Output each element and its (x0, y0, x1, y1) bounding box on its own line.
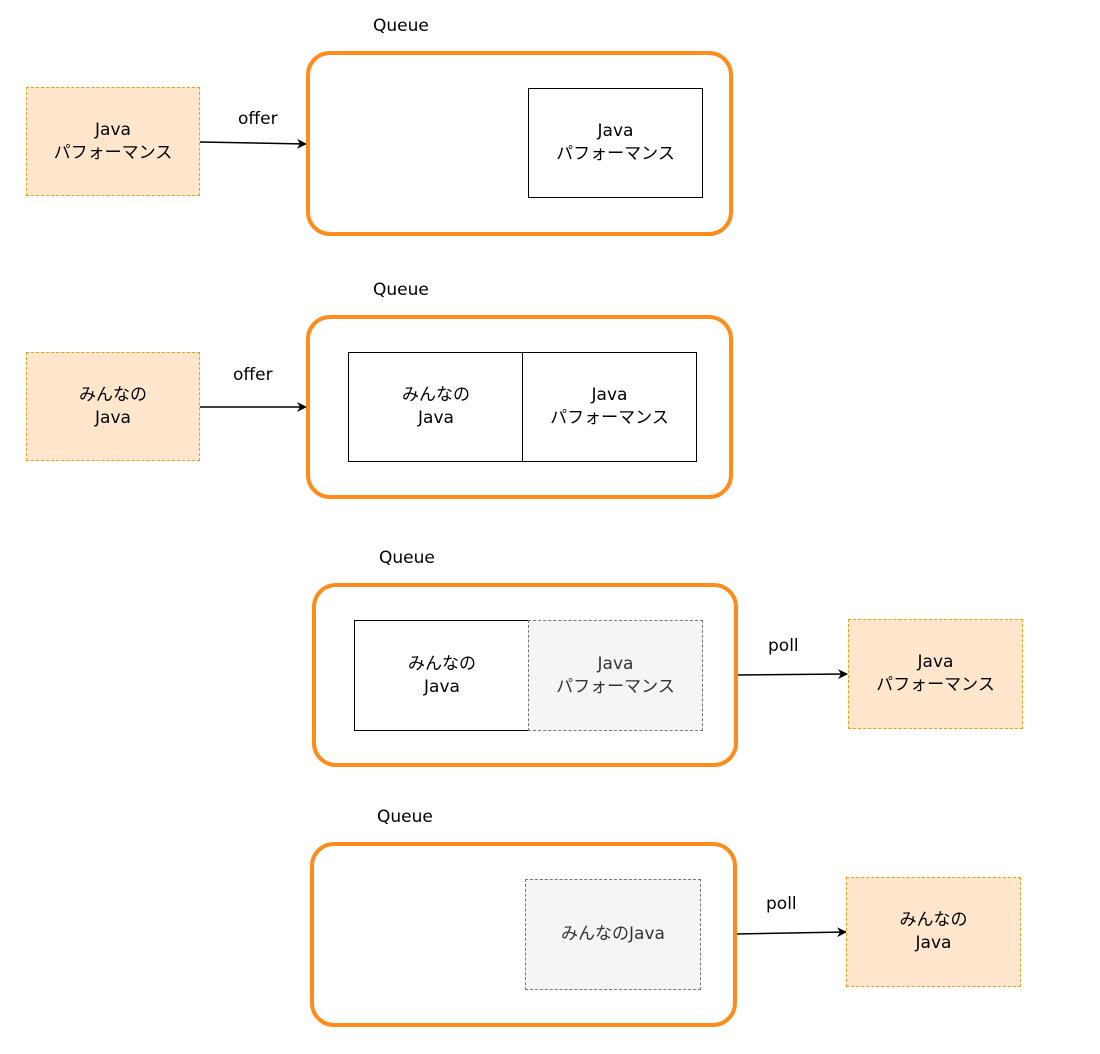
offer-arrow-1 (199, 138, 307, 149)
queue-item-removed: Java パフォーマンス (528, 620, 703, 731)
item-line: Java (591, 385, 628, 405)
item-line: Java (597, 121, 634, 141)
external-item: Java パフォーマンス (26, 87, 200, 196)
queue-title: Queue (373, 16, 429, 36)
external-item: Java パフォーマンス (848, 619, 1023, 729)
queue-item: みんなの Java (354, 620, 530, 731)
item-line: みんなの (79, 384, 147, 405)
queue-title: Queue (373, 280, 429, 300)
item-line: パフォーマンス (556, 144, 675, 164)
item-line: みんなの (408, 653, 476, 674)
item-line: Java (915, 933, 952, 953)
offer-label: offer (233, 365, 273, 385)
item-line: Java (95, 119, 131, 140)
item-line: パフォーマンス (556, 676, 675, 697)
queue-item: Java パフォーマンス (528, 88, 703, 198)
item-line: パフォーマンス (876, 675, 995, 695)
poll-label: poll (768, 636, 799, 656)
item-line: みんなの (899, 910, 968, 930)
poll-arrow-2 (734, 927, 847, 938)
item-line: パフォーマンス (550, 408, 669, 428)
queue-item: みんなの Java (348, 352, 524, 462)
external-item: みんなの Java (26, 352, 200, 461)
item-line: Java (418, 408, 454, 428)
queue-title: Queue (377, 807, 433, 827)
queue-item: Java パフォーマンス (522, 352, 697, 462)
queue-item-removed: みんなのJava (525, 879, 701, 990)
item-line: Java (917, 652, 954, 672)
item-line: Java (597, 653, 634, 674)
item-line: みんなのJava (561, 924, 665, 944)
queue-title: Queue (379, 548, 435, 568)
item-line: みんなの (402, 385, 470, 405)
offer-label: offer (238, 109, 278, 129)
item-line: Java (95, 407, 131, 428)
poll-arrow-1 (735, 669, 848, 680)
item-line: Java (424, 676, 460, 697)
item-line: パフォーマンス (53, 142, 173, 163)
external-item: みんなの Java (846, 877, 1021, 987)
poll-label: poll (766, 894, 797, 914)
